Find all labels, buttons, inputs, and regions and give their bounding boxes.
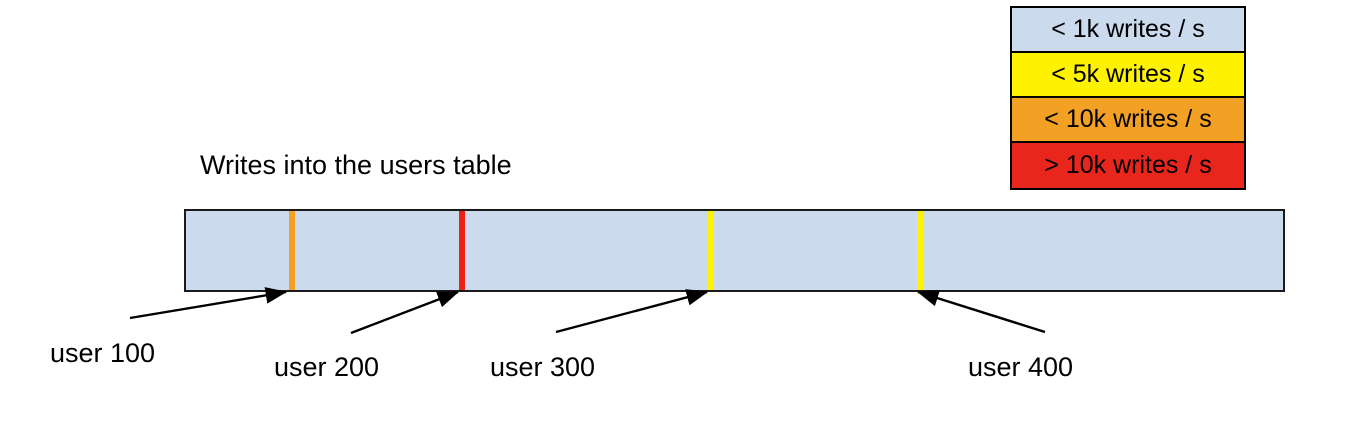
callout-label-user-100: user 100 <box>50 338 156 368</box>
legend: < 1k writes / s < 5k writes / s < 10k wr… <box>1010 6 1246 190</box>
user-200-marker <box>459 211 465 290</box>
arrow-user-400 <box>916 290 1046 334</box>
callout-label-user-400: user 400 <box>968 352 1074 382</box>
callout-label-user-200: user 200 <box>274 352 380 382</box>
user-400-marker <box>917 211 923 290</box>
arrow-user-300 <box>555 289 709 334</box>
legend-label-under-10k: < 10k writes / s <box>1044 105 1212 133</box>
legend-label-over-10k: > 10k writes / s <box>1044 151 1212 179</box>
bar-title: Writes into the users table <box>200 150 512 180</box>
legend-label-under-5k: < 5k writes / s <box>1051 60 1205 88</box>
arrow-user-200 <box>350 290 460 335</box>
user-100-marker <box>289 211 295 290</box>
legend-row-over-10k: > 10k writes / s <box>1012 143 1244 188</box>
legend-row-under-1k: < 1k writes / s <box>1012 8 1244 53</box>
legend-row-under-10k: < 10k writes / s <box>1012 98 1244 143</box>
users-table-bar <box>184 209 1285 292</box>
bar-fill <box>186 211 1283 290</box>
user-300-marker <box>708 211 714 290</box>
legend-label-under-1k: < 1k writes / s <box>1051 15 1205 43</box>
legend-row-under-5k: < 5k writes / s <box>1012 53 1244 98</box>
arrow-user-100 <box>129 287 288 320</box>
callout-label-user-300: user 300 <box>490 352 596 382</box>
